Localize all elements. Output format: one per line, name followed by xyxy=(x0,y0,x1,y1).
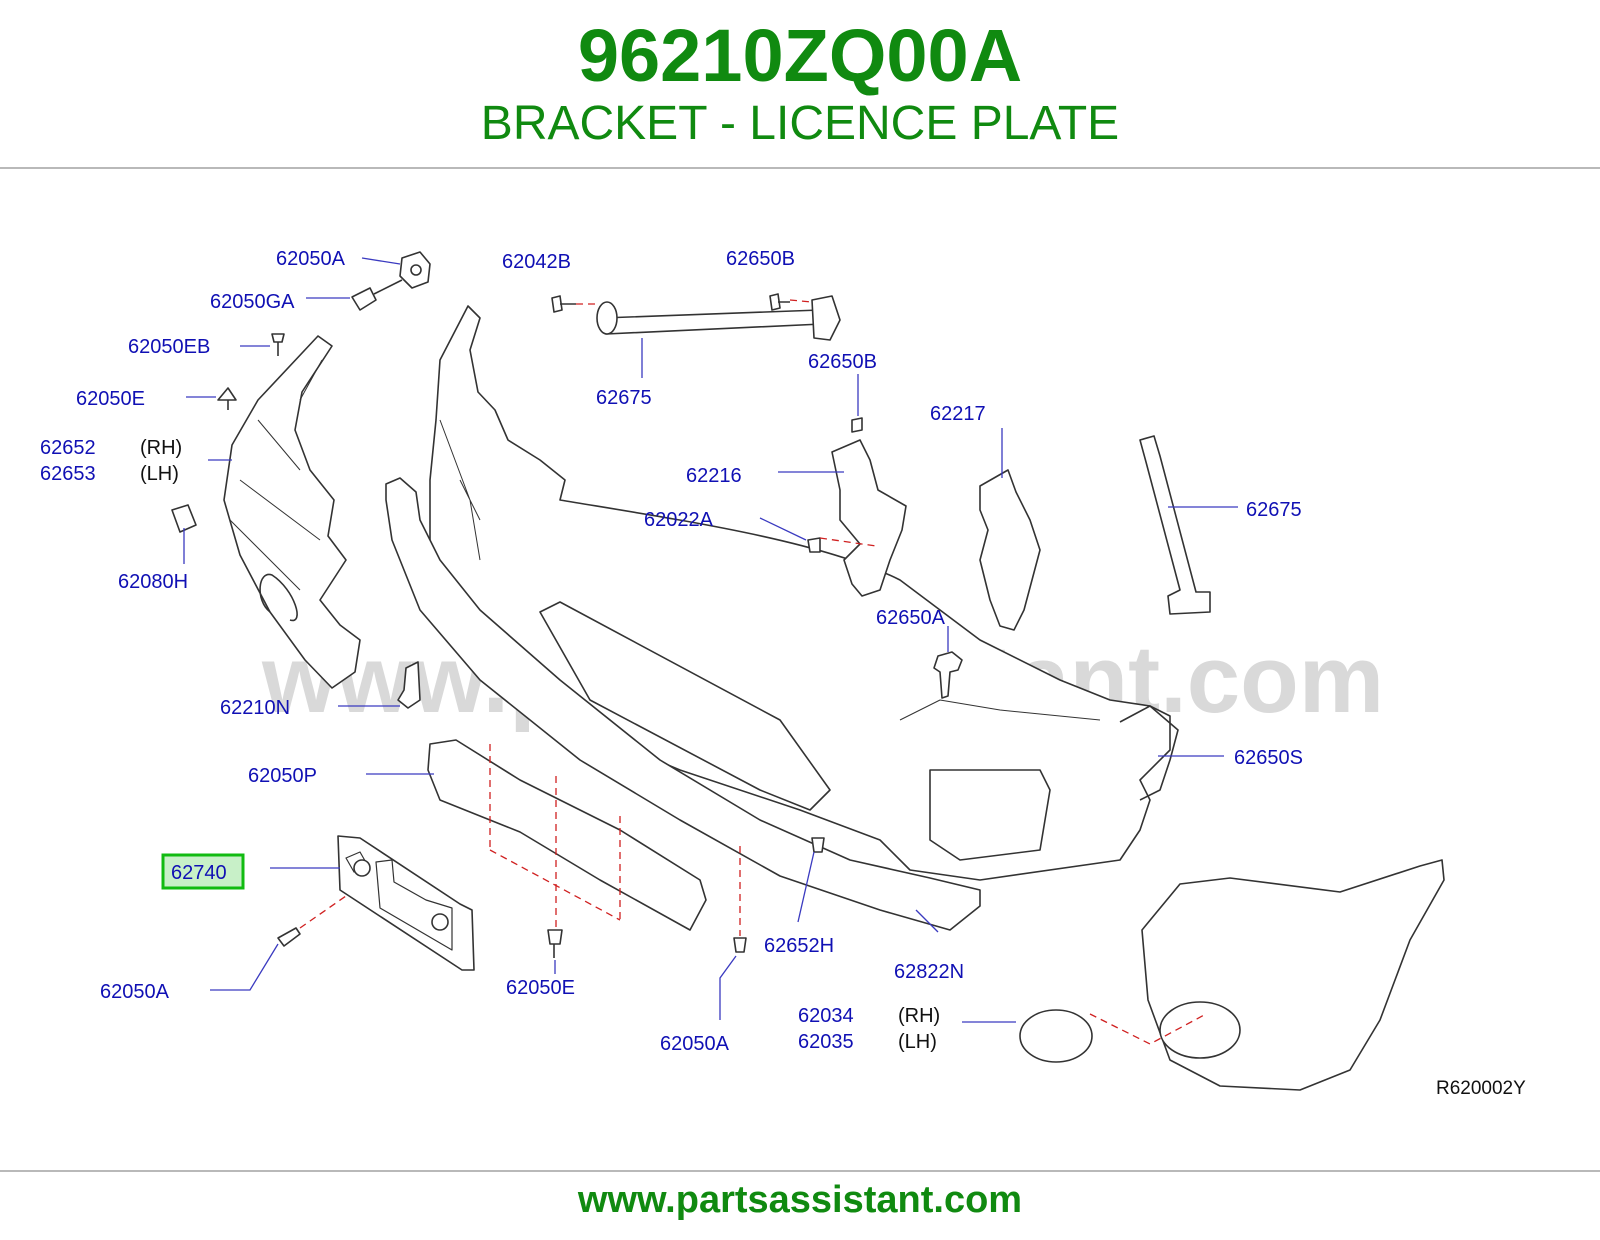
lower-valance-62822n-shape xyxy=(385,477,981,931)
parts-diagram: www.partsassistant.com xyxy=(40,248,1526,1099)
label-62034[interactable]: 62034 xyxy=(798,1005,854,1027)
label-rh-1: (RH) xyxy=(140,437,182,459)
label-62050a-top[interactable]: 62050A xyxy=(276,248,346,270)
part-name-subtitle: BRACKET - LICENCE PLATE xyxy=(480,97,1120,150)
fog-lamp-cover-shape xyxy=(1019,1009,1093,1063)
label-rh-2: (RH) xyxy=(898,1005,940,1027)
label-62210n[interactable]: 62210N xyxy=(220,697,290,719)
label-62050p[interactable]: 62050P xyxy=(248,765,317,787)
left-corner-cover-shape xyxy=(223,335,361,689)
bolt-62650a-shape xyxy=(933,651,963,699)
label-62050e-left[interactable]: 62050E xyxy=(76,388,145,410)
bolt-62042b-shape xyxy=(551,295,576,313)
label-62216[interactable]: 62216 xyxy=(686,465,742,487)
header-divider xyxy=(0,167,1600,169)
label-62822n[interactable]: 62822N xyxy=(894,961,964,983)
bolt-62650b-top-shape xyxy=(769,293,790,311)
label-62675-top[interactable]: 62675 xyxy=(596,387,652,409)
clip-62050e-shape xyxy=(217,387,237,410)
footer-url[interactable]: www.partsassistant.com xyxy=(577,1179,1023,1221)
screw-62050a-bottom-shape xyxy=(733,937,747,953)
header: 96210ZQ00A BRACKET - LICENCE PLATE xyxy=(0,0,1600,168)
label-lh-1: (LH) xyxy=(140,463,179,485)
label-62675-right[interactable]: 62675 xyxy=(1246,499,1302,521)
screw-62050a-left-shape xyxy=(277,927,301,947)
label-62050eb[interactable]: 62050EB xyxy=(128,336,210,358)
label-62650b-mid[interactable]: 62650B xyxy=(808,351,877,373)
label-62050a-bottom[interactable]: 62050A xyxy=(660,1033,730,1055)
bracket-62210n-shape xyxy=(397,661,421,709)
part-number-title: 96210ZQ00A xyxy=(577,14,1023,97)
label-62653[interactable]: 62653 xyxy=(40,463,96,485)
label-62217[interactable]: 62217 xyxy=(930,403,986,425)
screw-62050ga-shape xyxy=(351,287,377,311)
support-rod-62675-top-shape xyxy=(601,309,823,335)
screw-62050eb-shape xyxy=(271,333,285,356)
label-62650a-mid[interactable]: 62650A xyxy=(876,607,946,629)
screw-62652h-shape xyxy=(811,837,825,853)
bracket-62216-shape xyxy=(831,439,907,597)
bolt-62650b-mid-shape xyxy=(851,417,863,433)
reference-code: R620002Y xyxy=(1436,1078,1526,1099)
label-62050ga[interactable]: 62050GA xyxy=(210,291,295,313)
highlight-62740-box xyxy=(161,853,245,890)
label-62652h[interactable]: 62652H xyxy=(764,935,834,957)
label-62042b[interactable]: 62042B xyxy=(502,251,571,273)
screw-62022a-shape xyxy=(807,537,821,553)
footer-divider xyxy=(0,1170,1600,1172)
label-62035[interactable]: 62035 xyxy=(798,1031,854,1053)
label-62650s[interactable]: 62650S xyxy=(1234,747,1303,769)
label-62050a-bottom-left[interactable]: 62050A xyxy=(100,981,170,1003)
label-62080h[interactable]: 62080H xyxy=(118,571,188,593)
label-62650b-top[interactable]: 62650B xyxy=(726,248,795,270)
label-62652[interactable]: 62652 xyxy=(40,437,96,459)
screw-62050e-bottom-shape xyxy=(547,929,563,958)
bracket-62217-shape xyxy=(979,469,1041,631)
support-rod-62675-right-shape xyxy=(1139,435,1211,615)
label-62022a[interactable]: 62022A xyxy=(644,509,714,531)
label-62740-highlighted[interactable]: 62740 xyxy=(171,862,227,884)
clip-62080h-shape xyxy=(171,504,197,533)
label-lh-2: (LH) xyxy=(898,1031,937,1053)
label-62050e-bottom[interactable]: 62050E xyxy=(506,977,575,999)
lower-reinforcement-62050p-shape xyxy=(427,739,707,931)
